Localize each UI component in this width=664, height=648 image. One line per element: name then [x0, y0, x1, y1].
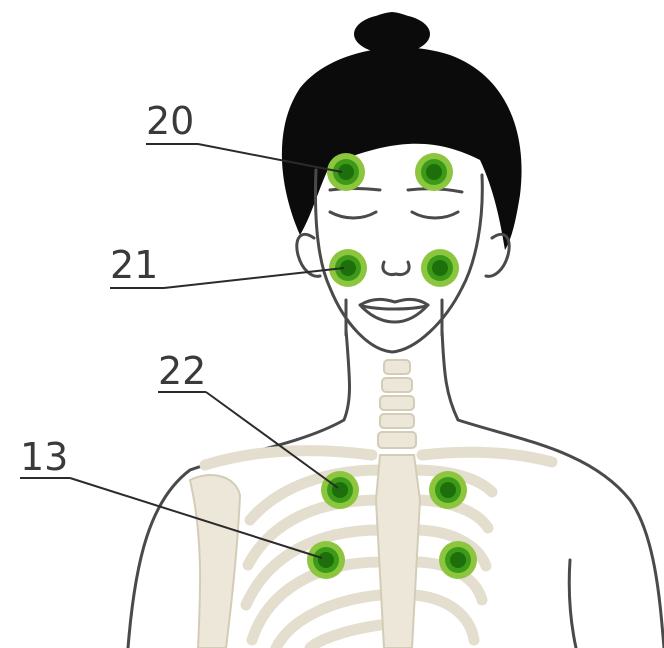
left-humerus [190, 475, 240, 648]
point-cheek-right[interactable] [421, 249, 459, 287]
callout-21: 21 [110, 243, 344, 288]
point-chest-upper-left[interactable] [321, 471, 359, 509]
callout-label-20: 20 [146, 99, 194, 143]
point-chest-lower-right[interactable] [439, 541, 477, 579]
sternum [376, 455, 420, 648]
left-eye [330, 212, 376, 218]
head [282, 12, 522, 352]
callout-label-21: 21 [110, 243, 158, 287]
point-chest-upper-right[interactable] [429, 471, 467, 509]
point-forehead-left[interactable] [327, 153, 365, 191]
nose [383, 262, 409, 275]
lips [360, 299, 428, 322]
point-cheek-left[interactable] [329, 249, 367, 287]
point-chest-lower-left[interactable] [307, 541, 345, 579]
callout-label-13: 13 [20, 435, 68, 479]
cervical-spine [378, 360, 416, 448]
callout-label-22: 22 [158, 349, 206, 393]
skeleton [190, 360, 552, 648]
point-forehead-right[interactable] [415, 153, 453, 191]
leader-line-21 [164, 268, 344, 288]
right-clavicle [422, 452, 552, 462]
leader-line-22 [206, 392, 338, 488]
callout-22: 22 [158, 349, 338, 488]
right-eye [412, 212, 458, 218]
hair [282, 47, 522, 250]
